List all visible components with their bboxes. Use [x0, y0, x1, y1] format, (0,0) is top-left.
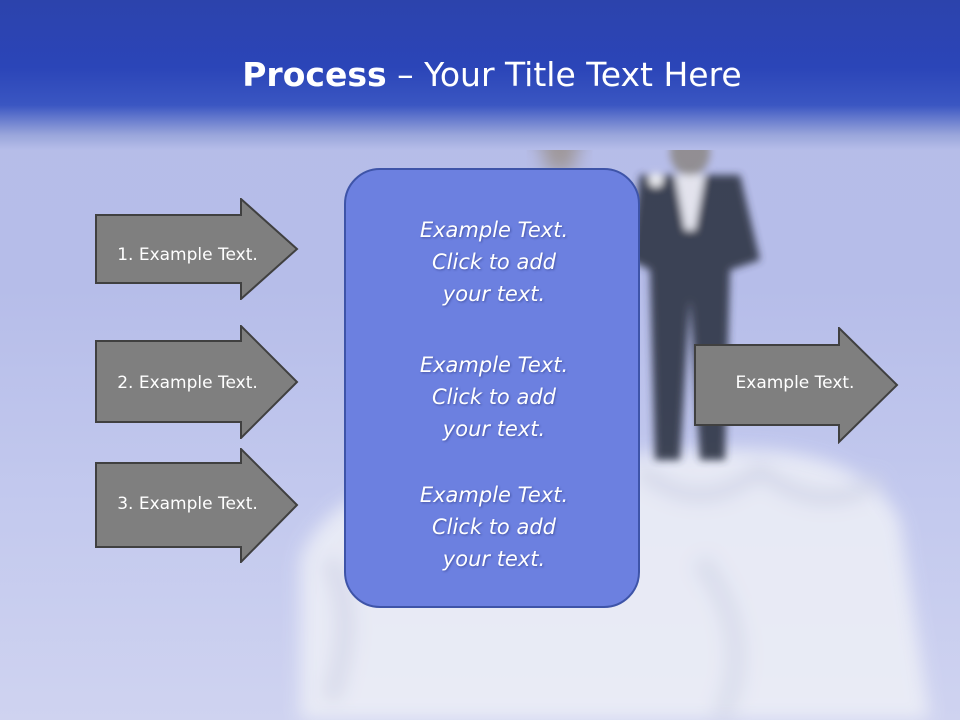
title-bold: Process — [242, 55, 387, 94]
process-step-1-arrow[interactable]: 1. Example Text. — [95, 196, 300, 302]
slide-title[interactable]: Process – Your Title Text Here — [0, 52, 960, 98]
center-text-block-1: Example Text. Click to add your text. — [346, 214, 642, 310]
title-band — [0, 0, 960, 150]
center-text-block-3: Example Text. Click to add your text. — [346, 479, 642, 575]
right-arrow-shape — [95, 323, 299, 441]
right-arrow-shape — [95, 196, 299, 302]
center-text-block-2: Example Text. Click to add your text. — [346, 349, 642, 445]
center-text-line: Click to add — [431, 250, 556, 274]
center-text-box[interactable]: Example Text. Click to add your text. Ex… — [344, 168, 640, 608]
right-arrow-shape — [95, 446, 299, 565]
center-text-line: your text. — [442, 282, 546, 306]
center-text-line: Click to add — [431, 515, 556, 539]
process-step-label: 2. Example Text. — [117, 373, 258, 393]
process-step-3-arrow[interactable]: 3. Example Text. — [95, 446, 300, 565]
process-step-label: 3. Example Text. — [117, 494, 258, 514]
center-text-line: Click to add — [431, 385, 556, 409]
center-text-line: Example Text. — [419, 218, 569, 242]
process-step-label: 1. Example Text. — [117, 245, 258, 265]
center-text-line: your text. — [442, 547, 546, 571]
result-label: Example Text. — [735, 373, 855, 393]
title-rest: – Your Title Text Here — [386, 55, 742, 94]
center-text-line: Example Text. — [419, 353, 569, 377]
center-text-line: your text. — [442, 417, 546, 441]
center-text-line: Example Text. — [419, 483, 569, 507]
process-step-2-arrow[interactable]: 2. Example Text. — [95, 323, 300, 441]
result-arrow[interactable]: Example Text. — [694, 325, 900, 445]
right-arrow-shape — [694, 325, 899, 445]
